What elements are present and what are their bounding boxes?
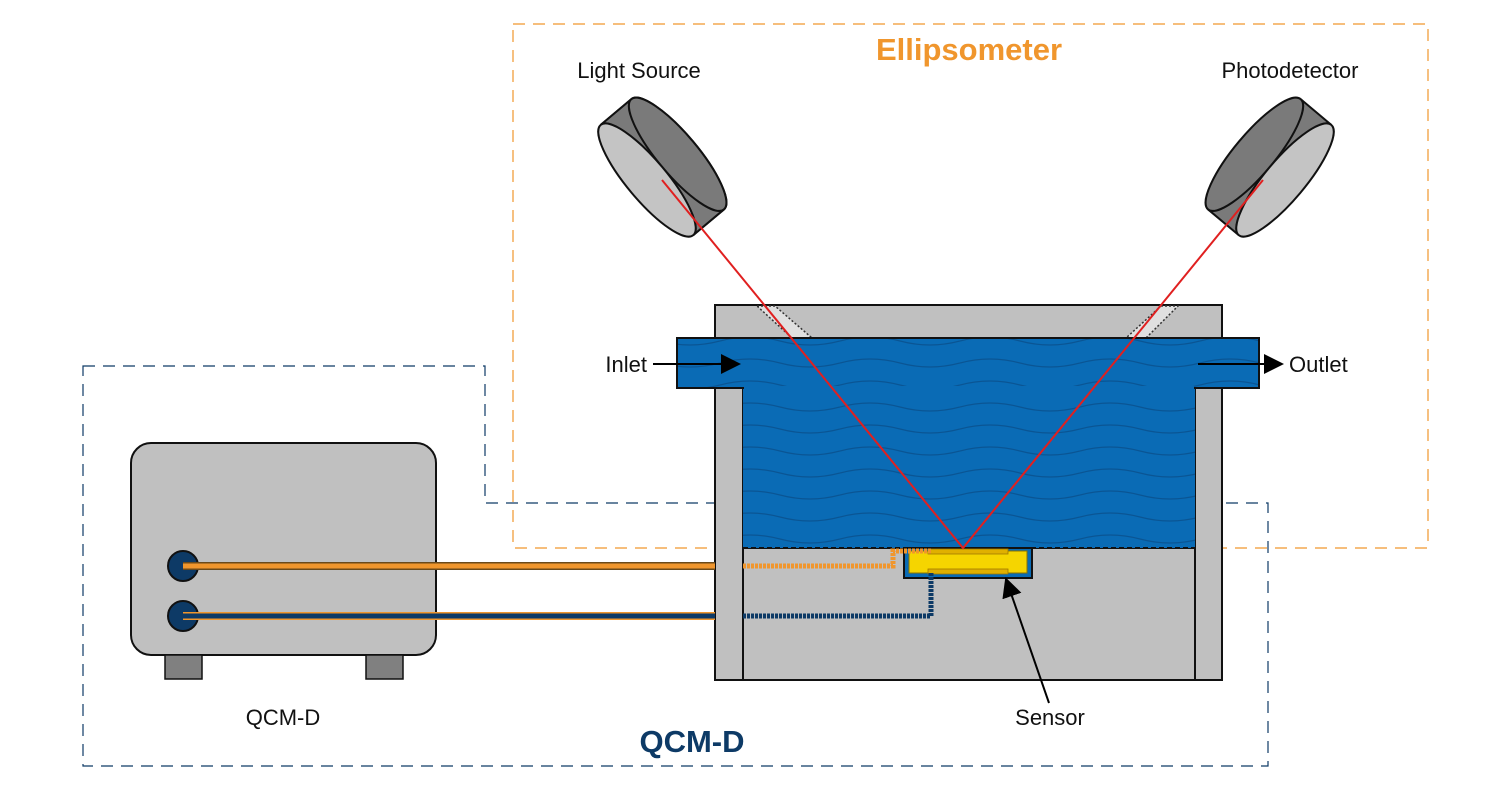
light-source-icon <box>597 96 728 238</box>
cell-wall-right <box>1194 387 1223 681</box>
liquid-channel <box>676 337 1260 389</box>
qcmd-device-foot-left <box>164 654 203 680</box>
outlet-label: Outlet <box>1289 352 1348 377</box>
qcmd-device-foot-right <box>365 654 404 680</box>
photodetector-icon <box>1204 96 1335 238</box>
sensor-pointer-arrow <box>1002 577 1050 704</box>
cell-wall-left <box>714 387 744 681</box>
orange-wire-internal <box>743 548 932 569</box>
light-source-label: Light Source <box>577 58 701 83</box>
inlet-label: Inlet <box>605 352 647 377</box>
qcmd-title: QCM-D <box>639 724 744 759</box>
cell-window-right <box>1124 305 1180 339</box>
qcmd-device-label: QCM-D <box>246 705 321 730</box>
sensor-electrode-top <box>927 548 1009 555</box>
ellipsometer-title: Ellipsometer <box>876 32 1062 67</box>
sensor-label: Sensor <box>1015 705 1085 730</box>
qcmd-device-body <box>130 442 437 656</box>
navy-wire-internal <box>743 572 934 619</box>
liquid-chamber <box>743 388 1195 548</box>
laser-beam <box>661 179 1264 550</box>
sensor-electrode-bottom <box>927 568 1009 575</box>
qcmd-boundary <box>82 365 1269 767</box>
photodetector-label: Photodetector <box>1222 58 1359 83</box>
liquid-chamber-cover <box>744 386 1194 392</box>
